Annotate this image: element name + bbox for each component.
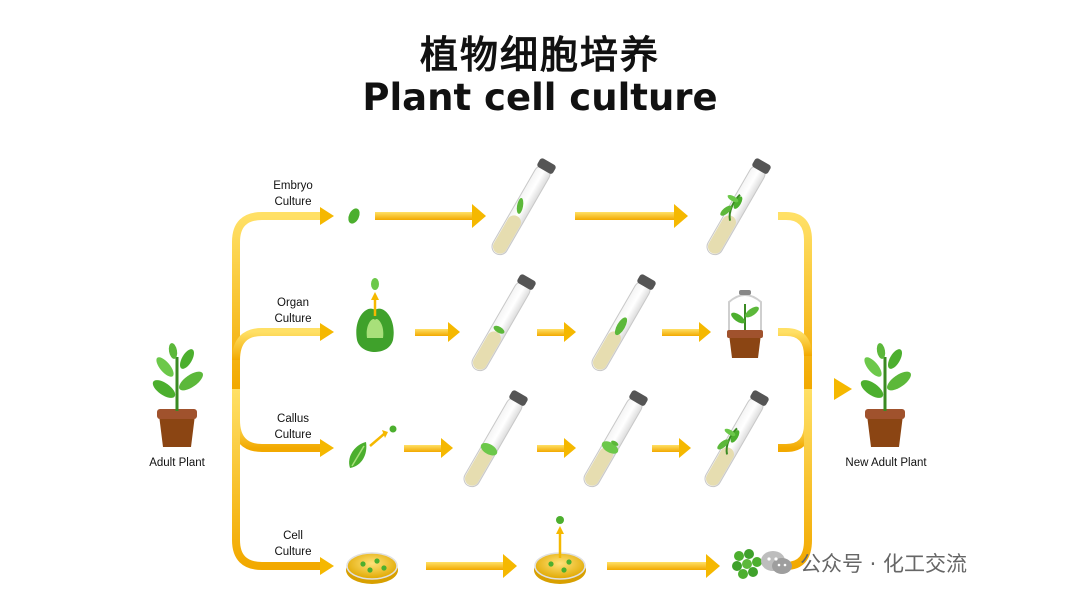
route-label-embryo: Embryo bbox=[273, 180, 313, 192]
test-tube-callus-icon bbox=[579, 388, 650, 491]
row1-arrow-1 bbox=[375, 204, 486, 228]
embryo-seed-icon bbox=[348, 208, 360, 224]
route-label-cell: Cell bbox=[283, 530, 303, 542]
merge-branch-organ bbox=[778, 328, 812, 357]
merge-branch-top bbox=[778, 212, 812, 389]
test-tube-plant-icon bbox=[700, 388, 771, 491]
leaf-explant-icon bbox=[349, 425, 397, 468]
petri-dish-cell-icon bbox=[534, 516, 586, 584]
new-adult-plant-label: New Adult Plant bbox=[845, 457, 927, 469]
route-label-embryo: Culture bbox=[274, 196, 311, 208]
test-tube-icon bbox=[467, 272, 538, 375]
merge-branch-callus bbox=[778, 423, 812, 452]
watermark-text: 公众号 · 化工交流 bbox=[800, 552, 968, 576]
split-branch-bottom bbox=[232, 389, 322, 570]
wechat-icon bbox=[761, 551, 792, 574]
row2-arrow-2 bbox=[537, 322, 576, 342]
arrowhead bbox=[320, 323, 334, 341]
test-tube-icon bbox=[487, 156, 558, 259]
arrowhead bbox=[320, 557, 334, 575]
row3-arrow-3 bbox=[652, 438, 691, 458]
route-label-callus: Callus bbox=[277, 413, 309, 425]
adult-plant-icon bbox=[148, 340, 208, 449]
test-tube-plant-icon bbox=[702, 156, 773, 259]
route-label-organ: Culture bbox=[274, 313, 311, 325]
cell-cluster-icon bbox=[732, 549, 762, 579]
merge-branch-bottom bbox=[778, 389, 812, 570]
adult-plant-label: Adult Plant bbox=[149, 457, 205, 469]
arrowhead bbox=[320, 439, 334, 457]
route-label-callus: Culture bbox=[274, 429, 311, 441]
split-branch-organ bbox=[232, 328, 322, 361]
test-tube-icon bbox=[587, 272, 658, 375]
row1-arrow-2 bbox=[575, 204, 688, 228]
row3-arrow-2 bbox=[537, 438, 576, 458]
petri-dish-icon bbox=[346, 552, 398, 584]
row2-arrow-3 bbox=[662, 322, 711, 342]
page-title-english: Plant cell culture bbox=[362, 76, 718, 119]
potted-jar-plant-icon bbox=[727, 290, 763, 358]
route-label-organ: Organ bbox=[277, 297, 309, 309]
split-branch-top bbox=[232, 212, 322, 389]
test-tube-callus-icon bbox=[459, 388, 530, 491]
organ-explant-icon bbox=[356, 278, 394, 352]
row4-arrow-2 bbox=[607, 554, 720, 578]
row4-arrow-1 bbox=[426, 554, 517, 578]
route-label-cell: Culture bbox=[274, 546, 311, 558]
row2-arrow-1 bbox=[415, 322, 460, 342]
new-adult-plant-icon bbox=[856, 340, 916, 449]
row3-arrow-1 bbox=[404, 438, 453, 458]
page-title-chinese: 植物细胞培养 bbox=[419, 33, 660, 77]
merge-arrowhead bbox=[834, 378, 852, 400]
arrowhead bbox=[320, 207, 334, 225]
